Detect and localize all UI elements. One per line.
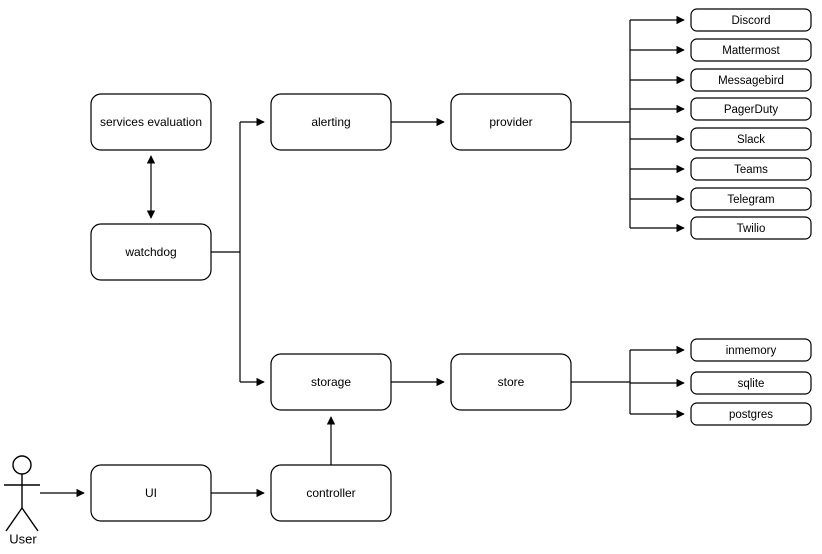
node-controller-label: controller <box>306 486 355 500</box>
provider-target-mattermost[interactable]: Mattermost <box>690 38 812 62</box>
provider-target-pagerduty-label: PagerDuty <box>724 104 779 116</box>
node-store[interactable]: store <box>450 353 572 411</box>
provider-target-telegram-rect[interactable] <box>690 187 812 211</box>
node-provider[interactable]: provider <box>450 93 572 151</box>
node-ui[interactable]: UI <box>90 464 212 522</box>
store-target-inmemory-rect[interactable] <box>690 338 812 362</box>
provider-target-discord[interactable]: Discord <box>690 8 812 32</box>
node-storage-label: storage <box>311 375 351 389</box>
provider-target-twilio-label: Twilio <box>737 223 766 235</box>
store-target-sqlite-label: sqlite <box>738 378 765 390</box>
store-target-inmemory[interactable]: inmemory <box>690 338 812 362</box>
node-ui-label: UI <box>145 486 157 500</box>
node-storage[interactable]: storage <box>270 353 392 411</box>
node-alerting[interactable]: alerting <box>270 93 392 151</box>
node-watchdog[interactable]: watchdog <box>90 223 212 281</box>
actor-head-icon <box>12 455 32 475</box>
actor-user[interactable]: User <box>4 455 40 546</box>
provider-target-teams[interactable]: Teams <box>690 157 812 181</box>
provider-target-messagebird-label: Messagebird <box>718 75 784 87</box>
provider-target-list: Discord Mattermost Messagebird PagerDuty… <box>690 8 812 240</box>
store-target-postgres-label: postgres <box>729 409 773 421</box>
store-target-list: inmemory sqlite postgres <box>690 338 812 426</box>
provider-target-discord-rect[interactable] <box>690 8 812 32</box>
provider-target-pagerduty[interactable]: PagerDuty <box>690 97 812 121</box>
store-target-postgres[interactable]: postgres <box>690 402 812 426</box>
provider-target-pagerduty-rect[interactable] <box>690 97 812 121</box>
node-controller[interactable]: controller <box>270 464 392 522</box>
node-store-label: store <box>498 375 525 389</box>
provider-target-slack[interactable]: Slack <box>690 127 812 151</box>
node-store-rect[interactable] <box>450 353 572 411</box>
provider-target-telegram-label: Telegram <box>727 194 774 206</box>
node-alerting-rect[interactable] <box>270 93 392 151</box>
node-services-evaluation[interactable]: services evaluation <box>90 93 212 151</box>
actor-left-leg-icon <box>5 507 23 532</box>
provider-target-teams-rect[interactable] <box>690 157 812 181</box>
actor-right-leg-icon <box>21 507 39 532</box>
provider-target-mattermost-rect[interactable] <box>690 38 812 62</box>
store-target-sqlite[interactable]: sqlite <box>690 371 812 395</box>
node-watchdog-label: watchdog <box>124 245 176 259</box>
provider-target-messagebird[interactable]: Messagebird <box>690 68 812 92</box>
provider-target-messagebird-rect[interactable] <box>690 68 812 92</box>
provider-target-teams-label: Teams <box>734 164 768 176</box>
provider-target-telegram[interactable]: Telegram <box>690 187 812 211</box>
store-target-inmemory-label: inmemory <box>726 345 777 357</box>
node-ui-rect[interactable] <box>90 464 212 522</box>
node-watchdog-rect[interactable] <box>90 223 212 281</box>
node-storage-rect[interactable] <box>270 353 392 411</box>
store-target-postgres-rect[interactable] <box>690 402 812 426</box>
node-provider-rect[interactable] <box>450 93 572 151</box>
actor-label: User <box>9 531 37 546</box>
node-services-evaluation-label: services evaluation <box>100 115 202 129</box>
provider-target-twilio[interactable]: Twilio <box>690 216 812 240</box>
node-services-evaluation-rect[interactable] <box>90 93 212 151</box>
provider-target-discord-label: Discord <box>732 15 771 27</box>
provider-target-slack-rect[interactable] <box>690 127 812 151</box>
store-target-sqlite-rect[interactable] <box>690 371 812 395</box>
node-provider-label: provider <box>489 115 532 129</box>
provider-target-slack-label: Slack <box>737 134 765 146</box>
node-controller-rect[interactable] <box>270 464 392 522</box>
edge-layer <box>40 15 685 498</box>
provider-target-twilio-rect[interactable] <box>690 216 812 240</box>
provider-target-mattermost-label: Mattermost <box>722 45 780 57</box>
node-alerting-label: alerting <box>311 115 350 129</box>
